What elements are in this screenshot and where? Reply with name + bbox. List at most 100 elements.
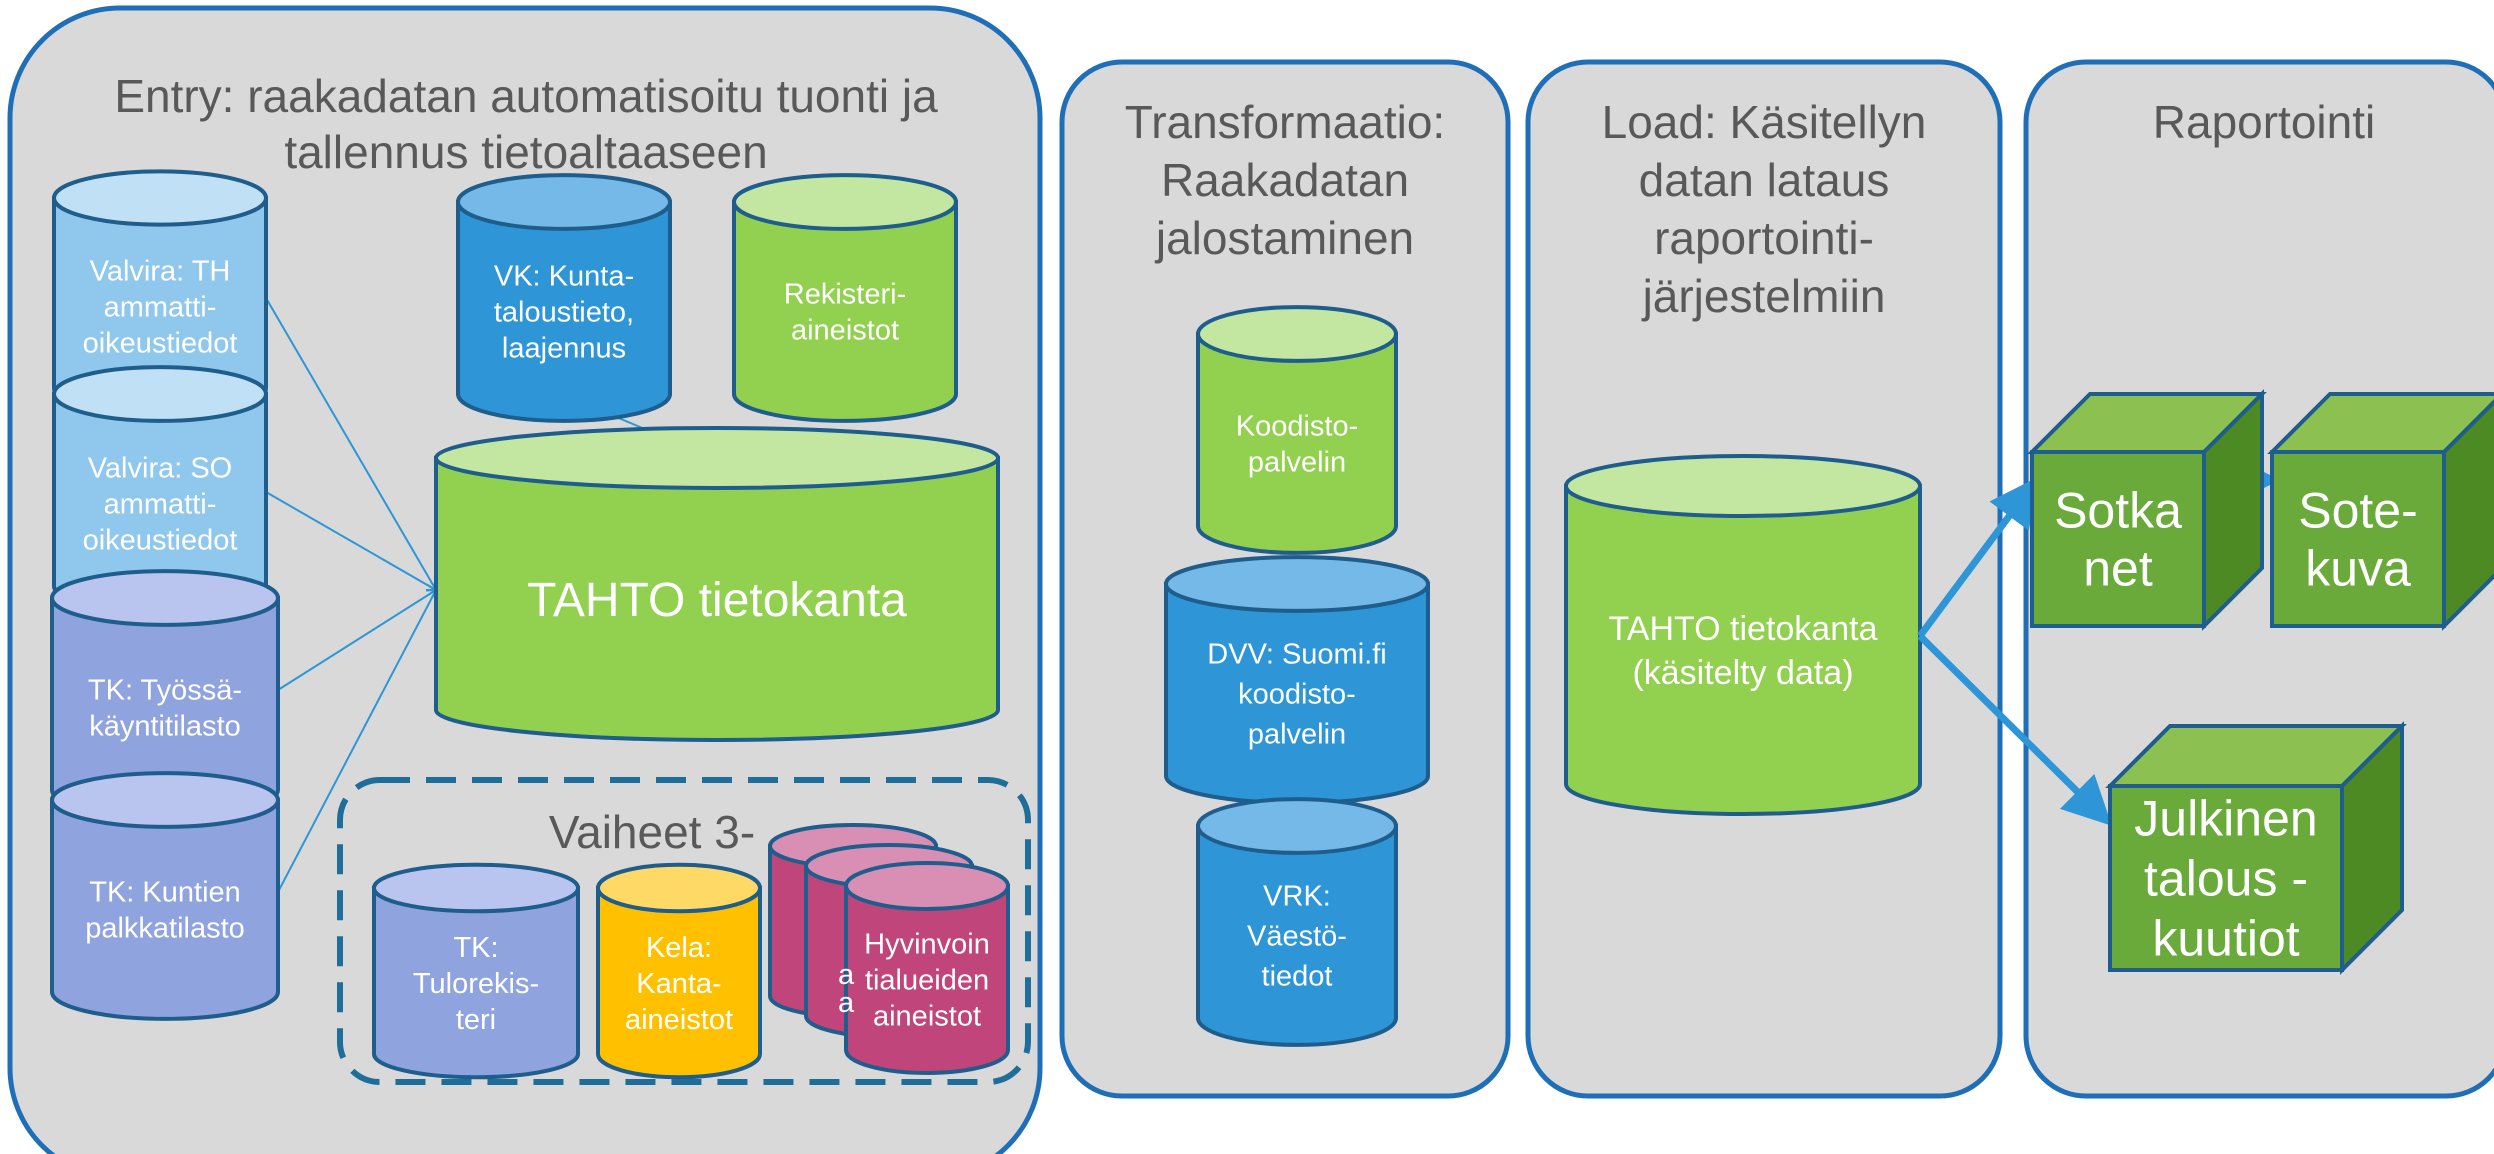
- cylinder-label-line: palvelin: [1248, 719, 1346, 751]
- rekisteri-cylinder: Rekisteri-aineistot: [732, 173, 958, 423]
- cylinder-label-line: TK: Työssä-: [88, 675, 242, 707]
- cylinder-body: [732, 200, 958, 423]
- title-line: Raportointi: [2153, 96, 2375, 148]
- dvv-cylinder: DVV: Suomi.fi koodisto-palvelin: [1164, 555, 1430, 805]
- cylinder-label-line: aineistot: [625, 1004, 733, 1036]
- cylinder-body: [434, 456, 1000, 742]
- cylinder-label-line: teri: [456, 1004, 496, 1036]
- cylinder-label: TAHTO tietokanta: [527, 574, 907, 627]
- load-panel-title: Load: Käsitellyn datan lataus raportointi-…: [1602, 96, 1927, 322]
- cylinder-top: [50, 771, 280, 829]
- cylinder-label-line: Valvira: TH: [90, 255, 231, 287]
- cylinder-label-line: Kanta-: [636, 968, 721, 1000]
- cylinder-label: Koodisto-palvelin: [1236, 411, 1359, 479]
- cylinder-body: [596, 886, 762, 1080]
- transform-panel-title: Transformaatio: Raakadatan jalostaminen: [1125, 96, 1445, 264]
- tk-tulorekisteri-cylinder: TK: Tulorekis-teri: [372, 862, 580, 1080]
- cylinder-label-line: DVV: Suomi.fi: [1207, 639, 1386, 671]
- entry-panel-title: Entry: raakadatan automatisoitu tuonti j…: [114, 70, 938, 178]
- cylinder-body: [1196, 332, 1398, 555]
- cylinder-label-line: VRK:: [1263, 881, 1331, 913]
- arrow-to-sotkanet: [1917, 476, 2039, 639]
- cube-front: [2270, 450, 2446, 628]
- arrow-valvira-th: [265, 297, 436, 590]
- title-line: Transformaatio:: [1125, 96, 1445, 148]
- cylinder-label: TAHTO tietokanta (käsitelty data): [1609, 610, 1878, 692]
- cylinder-label-line: aineistot: [791, 315, 899, 347]
- cylinder-top: [1196, 797, 1398, 855]
- cylinder-label: TK: Työssä-käyntitilasto: [88, 675, 242, 743]
- cylinder-label-line: Tulorekis-: [413, 968, 539, 1000]
- cylinder-label-line: (käsitelty data): [1632, 654, 1853, 692]
- cylinder-label-line: Rekisteri-: [784, 279, 906, 311]
- cylinder-label-line: TK: Kuntien: [89, 877, 241, 909]
- cube-label-line: net: [2083, 541, 2153, 597]
- cylinder-top: [1164, 555, 1430, 613]
- cylinder-label-line: oikeustiedot: [83, 327, 238, 359]
- cylinder-label-line: VK: Kunta-: [494, 261, 634, 293]
- valvira-th-cylinder: Valvira: TH ammatti-oikeustiedot: [52, 169, 268, 417]
- phase-title: Vaiheet 3-: [549, 806, 755, 858]
- cube-label: Sote-kuva: [2298, 483, 2418, 597]
- arrow-to-julkinen: [1917, 633, 2112, 826]
- cylinder-label-line: TAHTO tietokanta: [527, 574, 907, 627]
- cylinder-label-line: TK:: [453, 932, 498, 964]
- cylinder-label-line: tialueiden: [865, 965, 989, 997]
- cylinder-label: Valvira: TH ammatti-oikeustiedot: [83, 255, 238, 359]
- tk-tyossakaynti-cylinder: TK: Työssä-käyntitilasto: [50, 569, 280, 819]
- cylinder-top: [844, 861, 1010, 911]
- cylinder-body: [50, 798, 280, 1021]
- cylinder-label-line: koodisto-: [1238, 679, 1356, 711]
- cylinder-label: Kela:Kanta-aineistot: [625, 932, 733, 1036]
- cylinder-label-line: ammatti-: [104, 291, 217, 323]
- cylinder-label: VRK:Väestö-tiedot: [1247, 881, 1347, 993]
- cube-label-line: Julkinen: [2134, 791, 2317, 847]
- partial-label: a: [838, 987, 855, 1019]
- cylinder-body: [372, 886, 580, 1080]
- cylinder-label: Rekisteri-aineistot: [784, 279, 906, 347]
- cylinder-top: [52, 365, 268, 423]
- cylinder-label-line: ammatti-: [104, 489, 217, 521]
- title-line: raportointi-: [1654, 212, 1874, 264]
- cylinder-body: [1196, 824, 1398, 1047]
- title-line: Load: Käsitellyn: [1602, 96, 1927, 148]
- title-line: Raakadatan: [1161, 154, 1409, 206]
- cylinder-label-line: oikeustiedot: [83, 525, 238, 557]
- cylinder-label-line: Koodisto-: [1236, 411, 1359, 443]
- cylinder-label-line: Hyvinvoin: [864, 929, 990, 961]
- cylinder-top: [732, 173, 958, 231]
- cylinder-label-line: käyntitilasto: [89, 711, 241, 743]
- title-line: järjestelmiin: [1641, 270, 1886, 322]
- arrow-tk-tyossakaynti: [277, 590, 436, 691]
- vrk-cylinder: VRK:Väestö-tiedot: [1196, 797, 1398, 1047]
- phase-group: [337, 777, 1031, 1085]
- arrow-tk-kuntien: [277, 590, 436, 893]
- cylinder-top: [372, 862, 580, 914]
- cylinder-label: VK: Kunta-taloustieto,laajennus: [494, 261, 634, 365]
- cube-label-line: kuutiot: [2152, 911, 2299, 967]
- cylinder-label-line: Valvira: SO: [88, 453, 233, 485]
- cylinder-body: [456, 200, 672, 423]
- title-line: datan lataus: [1639, 154, 1890, 206]
- cylinder-label: DVV: Suomi.fi koodisto-palvelin: [1207, 639, 1386, 751]
- cylinder-top: [52, 169, 268, 227]
- cube-label-line: Sotka: [2054, 483, 2182, 539]
- valvira-so-cylinder: Valvira: SO ammatti-oikeustiedot: [52, 365, 268, 615]
- cylinder-label-line: TAHTO tietokanta: [1609, 610, 1878, 648]
- cylinder-label-line: laajennus: [502, 333, 626, 365]
- tahto-db-cylinder: TAHTO tietokanta: [434, 426, 1000, 742]
- arrow-valvira-so: [265, 491, 436, 590]
- cylinder-top: [50, 569, 280, 627]
- title-line: jalostaminen: [1154, 212, 1414, 264]
- cube-front: [2108, 784, 2344, 972]
- title-line: Vaiheet 3-: [549, 806, 755, 858]
- sotekuva-cube: Sote-kuva: [2267, 392, 2494, 631]
- cylinder-top: [434, 426, 1000, 490]
- cylinder-body: [1564, 484, 1922, 816]
